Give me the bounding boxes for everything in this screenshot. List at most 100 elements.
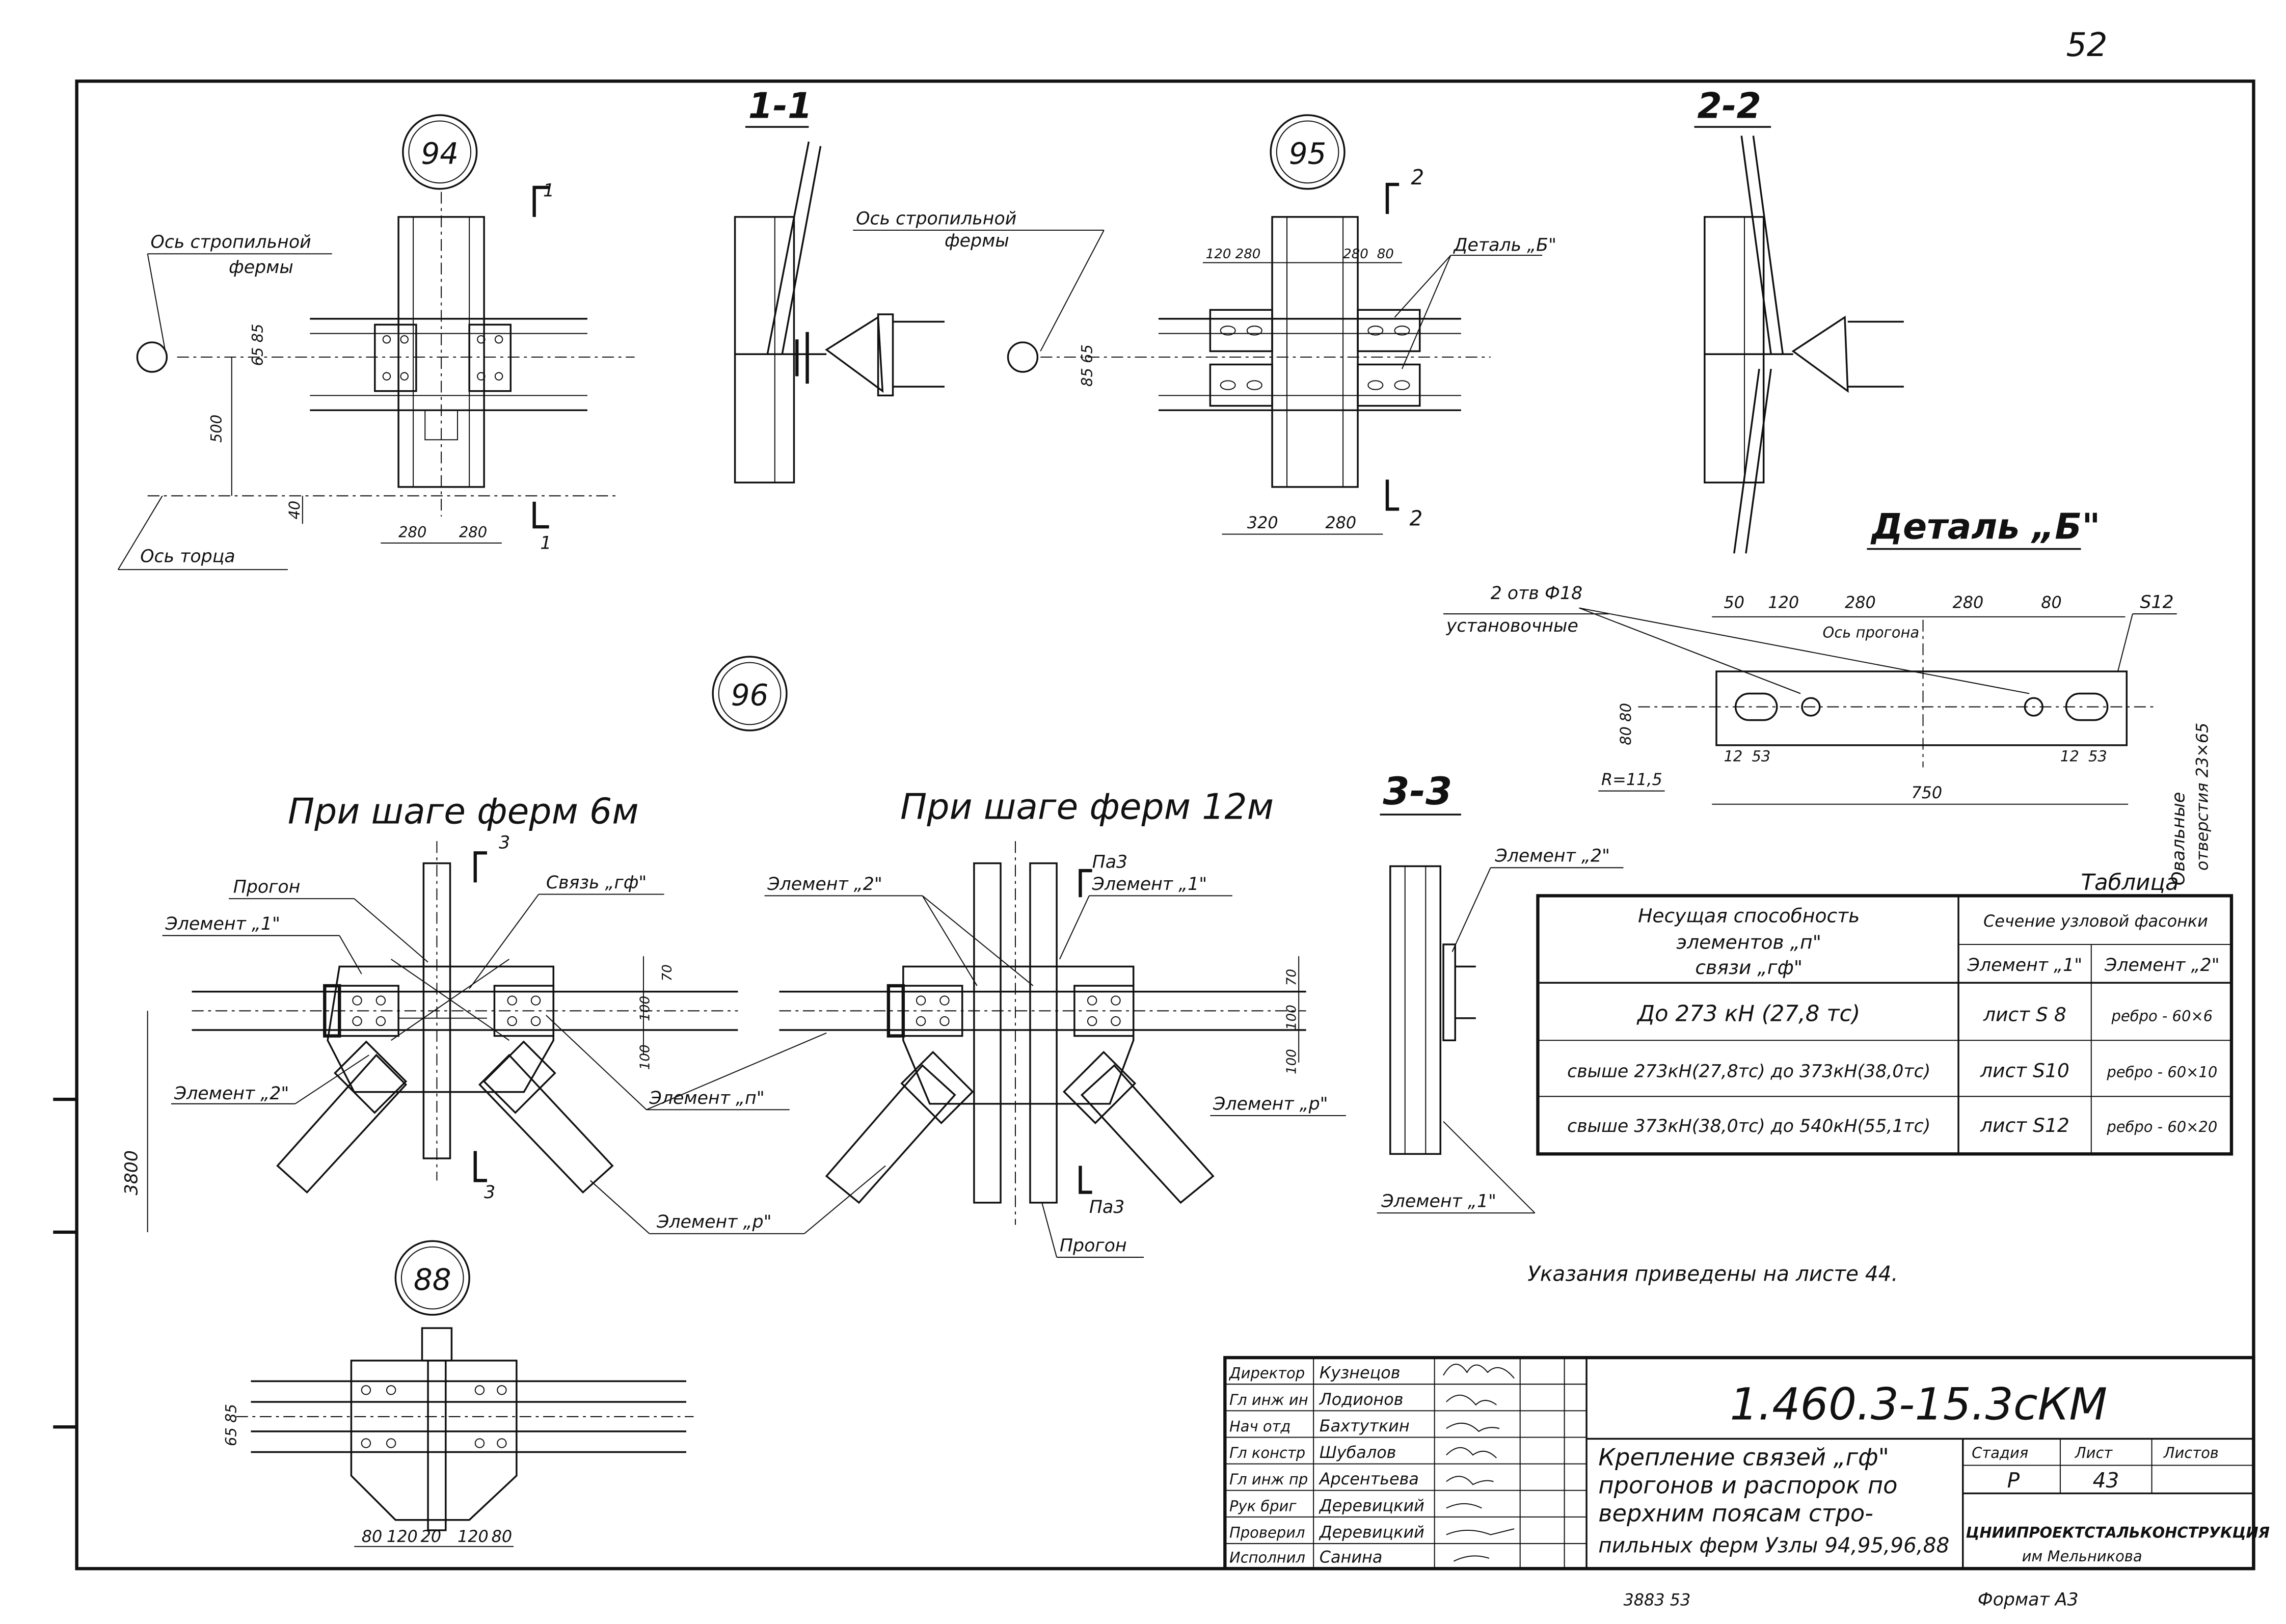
table-caption: Таблица bbox=[2081, 870, 2179, 896]
stage-label: Стадия bbox=[1972, 1444, 2028, 1461]
holes-label: 2 отв Ф18 bbox=[1491, 583, 1582, 604]
svg-text:Па3: Па3 bbox=[1092, 852, 1128, 872]
table-head-left-1: Несущая способность bbox=[1638, 904, 1860, 927]
svg-text:50: 50 bbox=[1724, 592, 1744, 612]
org-name-2: им Мельникова bbox=[2022, 1548, 2142, 1565]
svg-text:280: 280 bbox=[1845, 592, 1876, 612]
brace-gf-label: Связь „гф" bbox=[546, 873, 647, 893]
node-96-label: 96 bbox=[731, 678, 769, 713]
svg-text:80: 80 bbox=[1377, 247, 1394, 262]
element2-label: Элемент „2" bbox=[174, 1084, 289, 1104]
sheet-frame bbox=[75, 79, 2255, 1571]
step12-drawing: Элемент „2" Элемент „1" Элемент „р" Прог… bbox=[764, 841, 1346, 1258]
plate-s12 bbox=[1715, 670, 2128, 746]
svg-text:2: 2 bbox=[1409, 506, 1422, 530]
name-8: Санина bbox=[1320, 1548, 1383, 1567]
svg-text:2: 2 bbox=[1411, 165, 1424, 190]
signature-scribbles bbox=[1443, 1363, 1515, 1562]
purlin-label-12: Прогон bbox=[1060, 1235, 1127, 1256]
title-line-3: верхним поясам стро- bbox=[1598, 1500, 1873, 1527]
svg-text:280: 280 bbox=[1235, 247, 1261, 262]
oval-holes-label: Овальные bbox=[2168, 792, 2189, 885]
node-88-drawing: 88 65 85 80 120 20 120 80 bbox=[222, 1240, 694, 1547]
role-5: Гл инж пр bbox=[1229, 1471, 1308, 1488]
node-96-drawing: 96 При шаге ферм 6м При шаге ферм 12м bbox=[288, 656, 1274, 832]
node-94-marker bbox=[402, 114, 478, 190]
axis-bubble-95 bbox=[1007, 341, 1039, 373]
element1-label-12: Элемент „1" bbox=[1092, 874, 1207, 895]
svg-text:85 65: 85 65 bbox=[1079, 344, 1096, 387]
purlin-axis-label: Ось прогона bbox=[1823, 624, 1920, 641]
left-margin-ticks bbox=[53, 1097, 77, 1429]
row2-e1: лист S10 bbox=[1980, 1060, 2069, 1082]
stage-value: Р bbox=[2007, 1468, 2020, 1493]
oval-holes-label-2: отверстия 23×65 bbox=[2193, 723, 2212, 871]
truss-axis-label: Ось стропильной bbox=[150, 232, 311, 253]
element-r-label-12: Элемент „р" bbox=[1213, 1094, 1328, 1114]
svg-text:280: 280 bbox=[398, 523, 426, 540]
svg-text:65 85: 65 85 bbox=[249, 324, 266, 366]
svg-text:12: 12 bbox=[1724, 748, 1742, 765]
row2-e2: ребро - 60×10 bbox=[2106, 1064, 2217, 1081]
truss-axis-label-2: фермы bbox=[229, 257, 293, 278]
table-head-left-3: связи „гф" bbox=[1695, 956, 1803, 979]
step12-title: При шаге ферм 12м bbox=[900, 787, 1274, 828]
svg-text:120: 120 bbox=[1768, 592, 1799, 612]
role-7: Проверил bbox=[1229, 1524, 1305, 1541]
role-1: Директор bbox=[1228, 1365, 1305, 1382]
drawing-code: 1.460.3-15.3сКМ bbox=[1730, 1379, 2107, 1430]
truss-axis-label-95-2: фермы bbox=[945, 231, 1009, 251]
name-2: Лодионов bbox=[1319, 1390, 1404, 1409]
role-3: Нач отд bbox=[1229, 1418, 1290, 1435]
node-96-marker bbox=[712, 656, 788, 732]
node-94-label: 94 bbox=[421, 137, 459, 171]
name-3: Бахтуткин bbox=[1320, 1416, 1410, 1436]
name-7: Деревицкий bbox=[1319, 1522, 1424, 1541]
table-col1: Элемент „1" bbox=[1967, 955, 2083, 976]
element1-label-33: Элемент „1" bbox=[1381, 1192, 1496, 1212]
title-line-2: прогонов и распорок по bbox=[1598, 1472, 1897, 1499]
svg-text:100: 100 bbox=[1284, 1049, 1299, 1074]
title-line-4: пильных ферм Узлы 94,95,96,88 bbox=[1598, 1533, 1949, 1557]
name-6: Деревицкий bbox=[1319, 1496, 1424, 1515]
svg-text:80: 80 bbox=[492, 1527, 513, 1546]
svg-text:3: 3 bbox=[484, 1182, 495, 1203]
purlin-label: Прогон bbox=[233, 877, 301, 898]
element2-label-12: Элемент „2" bbox=[767, 874, 882, 895]
svg-text:80 80: 80 80 bbox=[1617, 703, 1634, 745]
svg-text:100: 100 bbox=[638, 996, 653, 1021]
svg-text:Па3: Па3 bbox=[1089, 1197, 1125, 1217]
row1-e2: ребро - 60×6 bbox=[2111, 1008, 2213, 1025]
org-name: ЦНИИПРОЕКТСТАЛЬКОНСТРУКЦИЯ bbox=[1966, 1524, 2270, 1541]
section-3-3-title: 3-3 bbox=[1383, 769, 1452, 814]
svg-text:280: 280 bbox=[459, 523, 487, 540]
detail-b-drawing: Деталь „Б" 2 отв Ф18 установочные Ось пр… bbox=[1443, 506, 2212, 885]
element2-label-33: Элемент „2" bbox=[1494, 846, 1610, 867]
sheet-label: Лист bbox=[2075, 1444, 2113, 1461]
section-1-1-drawing: 1-1 bbox=[734, 86, 945, 483]
axis-bubble bbox=[136, 341, 168, 373]
section-2-2-title: 2-2 bbox=[1697, 86, 1761, 127]
detail-b-title: Деталь „Б" bbox=[1870, 506, 2100, 547]
plate-label: S12 bbox=[2140, 592, 2173, 612]
page-number: 52 bbox=[2066, 26, 2108, 64]
svg-text:120: 120 bbox=[1206, 247, 1231, 262]
node-95-marker bbox=[1270, 114, 1346, 190]
section-2-2-drawing: 2-2 bbox=[1694, 86, 1904, 554]
svg-text:70: 70 bbox=[1284, 969, 1299, 986]
notes-text: Указания приведены на листе 44. bbox=[1527, 1261, 1898, 1286]
svg-text:280: 280 bbox=[1952, 592, 1983, 612]
row3-e1: лист S12 bbox=[1980, 1114, 2069, 1136]
row3-e2: ребро - 60×20 bbox=[2106, 1118, 2217, 1135]
svg-text:65 85: 65 85 bbox=[222, 1404, 239, 1446]
detail-b-ref: Деталь „Б" bbox=[1453, 235, 1556, 255]
row1-capacity: До 273 кН (27,8 тс) bbox=[1636, 1002, 1860, 1027]
svg-text:320: 320 bbox=[1247, 513, 1278, 532]
svg-text:40: 40 bbox=[286, 501, 303, 520]
svg-text:120: 120 bbox=[387, 1527, 418, 1546]
svg-text:12: 12 bbox=[2060, 748, 2079, 765]
svg-text:3: 3 bbox=[499, 833, 510, 853]
section-3-3-drawing: 3-3 Элемент „2" Элемент „1" bbox=[1377, 769, 1624, 1214]
node-88-marker bbox=[394, 1240, 470, 1316]
